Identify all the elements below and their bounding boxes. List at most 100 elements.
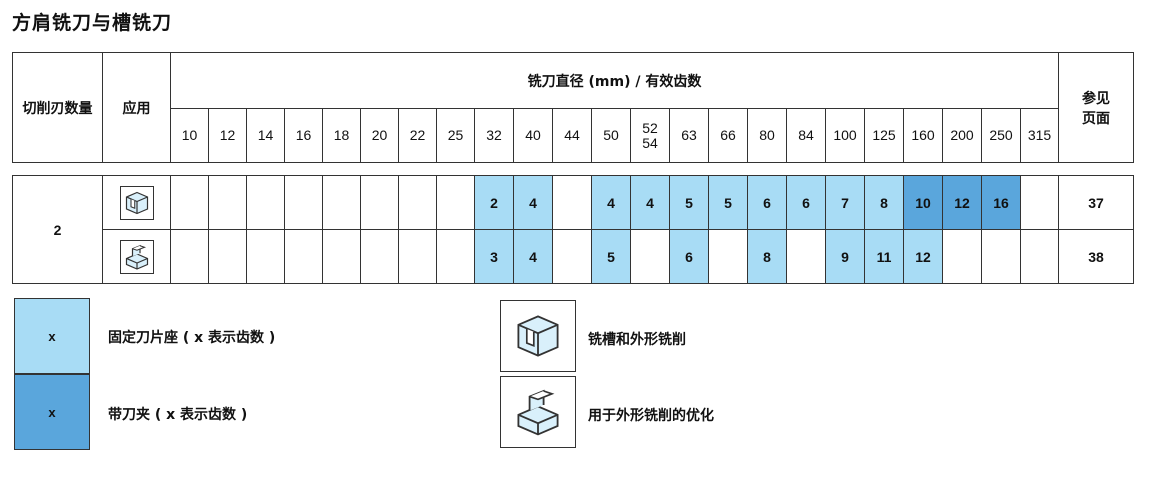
teeth-cell: 16	[981, 175, 1021, 230]
teeth-cell	[1020, 229, 1059, 284]
legend-collet-swatch: x	[14, 374, 90, 450]
diameter-value: 160	[911, 127, 935, 143]
teeth-cell: 2	[474, 175, 514, 230]
diameter-value: 12	[219, 127, 236, 143]
teeth-cell	[942, 229, 982, 284]
teeth-cell: 4	[591, 175, 631, 230]
teeth-cell	[552, 175, 592, 230]
teeth-cell: 12	[903, 229, 943, 284]
diameter-value: 25	[447, 127, 464, 143]
teeth-cell	[436, 175, 475, 230]
diameter-10: 10	[170, 108, 209, 163]
diameter-84: 84	[786, 108, 826, 163]
teeth-cell	[398, 229, 437, 284]
diameter-315: 315	[1020, 108, 1059, 163]
diameter-100: 100	[825, 108, 865, 163]
diameter-value: 200	[950, 127, 974, 143]
teeth-cell: 5	[591, 229, 631, 284]
ref-page-header: 参见 页面	[1058, 52, 1134, 163]
teeth-cell	[1020, 175, 1059, 230]
teeth-cell: 6	[786, 175, 826, 230]
teeth-cell: 12	[942, 175, 982, 230]
diameter-value: 250	[989, 127, 1013, 143]
slot-milling-icon	[119, 185, 154, 220]
diameter-200: 200	[942, 108, 982, 163]
teeth-cell: 3	[474, 229, 514, 284]
teeth-cell	[708, 229, 748, 284]
teeth-cell: 7	[825, 175, 865, 230]
diameter-value: 44	[564, 127, 580, 143]
diameter-25: 25	[436, 108, 475, 163]
diameter-value: 50	[603, 127, 619, 143]
shoulder-milling-icon	[500, 376, 576, 448]
diameter-50: 50	[591, 108, 631, 163]
teeth-cell	[322, 229, 361, 284]
diameter-16: 16	[284, 108, 323, 163]
teeth-cell: 10	[903, 175, 943, 230]
diameter-value: 63	[681, 127, 697, 143]
teeth-cell: 6	[747, 175, 787, 230]
teeth-cell	[170, 229, 209, 284]
ref-page-value: 37	[1058, 175, 1134, 230]
teeth-cell	[360, 229, 399, 284]
teeth-cell	[630, 229, 670, 284]
teeth-cell	[322, 175, 361, 230]
diameter-value: 80	[759, 127, 775, 143]
diameter-value: 315	[1027, 127, 1052, 143]
teeth-cell: 5	[708, 175, 748, 230]
diameter-value: 40	[525, 127, 541, 143]
diameter-value: 84	[798, 127, 814, 143]
diameter-value: 16	[295, 127, 312, 143]
diameter-value: 22	[409, 127, 426, 143]
legend-slot-text: 铣槽和外形铣削	[588, 332, 686, 348]
legend-fixed-text: 固定刀片座 ( x 表示齿数 )	[108, 330, 276, 346]
teeth-cell	[398, 175, 437, 230]
diameter-value: 10	[181, 127, 198, 143]
teeth-cell	[208, 229, 247, 284]
cutting-edges-value: 2	[12, 175, 103, 284]
diameter-value: 14	[257, 127, 274, 143]
diameter-header: 铣刀直径 (mm) / 有效齿数	[170, 52, 1059, 109]
teeth-cell	[360, 175, 399, 230]
teeth-cell: 4	[513, 175, 553, 230]
shoulder-milling-icon	[119, 239, 154, 274]
teeth-cell	[284, 229, 323, 284]
diameter-66: 66	[708, 108, 748, 163]
diameter-value: 66	[720, 127, 736, 143]
teeth-cell: 4	[513, 229, 553, 284]
ref-page-value: 38	[1058, 229, 1134, 284]
application-header: 应用	[102, 52, 171, 163]
teeth-cell: 6	[669, 229, 709, 284]
teeth-cell	[436, 229, 475, 284]
teeth-cell	[208, 175, 247, 230]
diameter-40: 40	[513, 108, 553, 163]
diameter-44: 44	[552, 108, 592, 163]
teeth-cell	[552, 229, 592, 284]
page-title: 方肩铣刀与槽铣刀	[12, 12, 173, 34]
slot-milling-icon	[500, 300, 576, 372]
legend-shoulder-text: 用于外形铣削的优化	[588, 408, 714, 424]
legend-collet-text: 带刀夹 ( x 表示齿数 )	[108, 407, 248, 423]
ref-label-line1: 参见	[1082, 90, 1110, 107]
diameter-value: 52	[642, 119, 658, 136]
diameter-value: 125	[872, 127, 896, 143]
edges-header: 切削刃数量	[12, 52, 103, 163]
application-cell	[102, 175, 171, 230]
diameter-value: 100	[833, 127, 857, 143]
diameter-80: 80	[747, 108, 787, 163]
diameter-63: 63	[669, 108, 709, 163]
diameter-250: 250	[981, 108, 1021, 163]
teeth-cell: 5	[669, 175, 709, 230]
diameter-value-alt: 54	[642, 134, 658, 151]
teeth-cell: 11	[864, 229, 904, 284]
diameter-125: 125	[864, 108, 904, 163]
teeth-cell: 4	[630, 175, 670, 230]
teeth-cell	[284, 175, 323, 230]
teeth-cell	[246, 229, 285, 284]
diameter-160: 160	[903, 108, 943, 163]
teeth-cell: 8	[747, 229, 787, 284]
diameter-32: 32	[474, 108, 514, 163]
application-cell	[102, 229, 171, 284]
